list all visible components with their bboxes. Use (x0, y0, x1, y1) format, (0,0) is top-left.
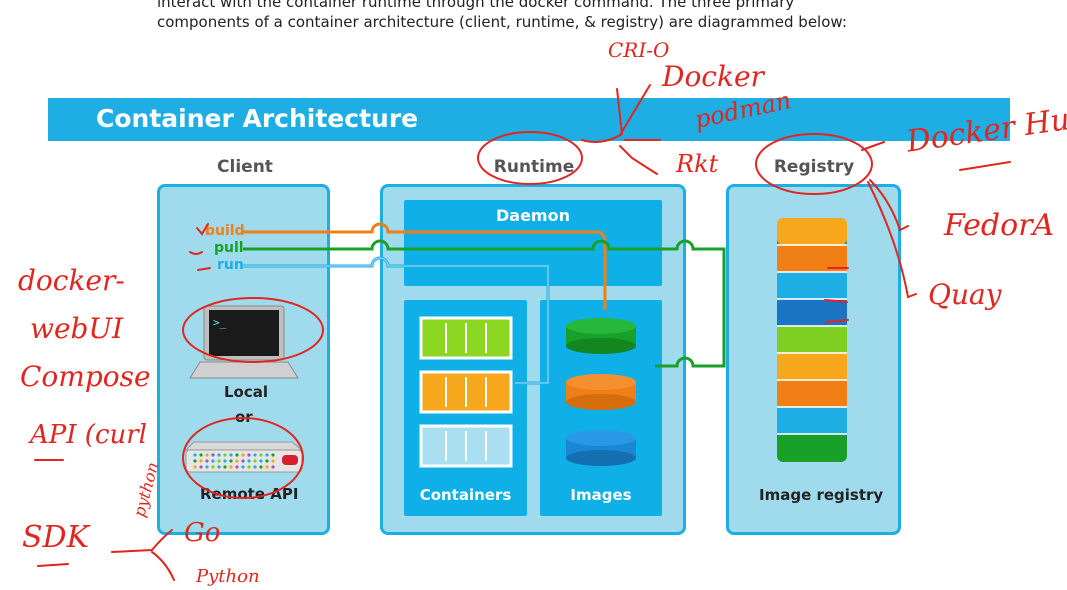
server-led (271, 459, 275, 463)
server-led (253, 453, 257, 457)
server-led (199, 459, 203, 463)
note-docker-webui-1: docker- (18, 264, 125, 297)
server-led (259, 459, 263, 463)
client-heading: Client (217, 157, 273, 177)
handwritten-marks (34, 84, 1011, 581)
server-led (253, 459, 257, 463)
server-led (235, 453, 239, 457)
note-rkt: Rkt (676, 150, 719, 178)
note-crio: CRI-O (608, 38, 670, 62)
server-led (247, 453, 251, 457)
server-led (265, 465, 269, 469)
or-label: or (235, 408, 253, 426)
server-led (247, 459, 251, 463)
server-led (223, 459, 227, 463)
images-label: Images (570, 486, 632, 504)
server-led (229, 459, 233, 463)
server-led (235, 465, 239, 469)
note-python-2: Python (196, 566, 260, 587)
intro-line-1: interact with the container runtime thro… (157, 0, 795, 11)
note-sdk: SDK (22, 520, 90, 555)
image-registry-label: Image registry (759, 486, 884, 504)
intro-line-2: components of a container architecture (… (157, 13, 847, 31)
note-compose: Compose (20, 360, 151, 393)
server-led (193, 453, 197, 457)
build-line (243, 222, 607, 310)
server-led (271, 465, 275, 469)
server-led (259, 465, 263, 469)
image-disks-icon (566, 318, 636, 466)
server-led (217, 453, 221, 457)
server-led (241, 453, 245, 457)
server-led (223, 465, 227, 469)
daemon-box: Daemon (404, 200, 662, 286)
container-stack-icon (419, 316, 513, 468)
server-led (217, 459, 221, 463)
command-build: build (205, 223, 245, 239)
server-led (241, 465, 245, 469)
local-label: Local (224, 383, 269, 401)
intro-text: interact with the container runtime thro… (157, 0, 1057, 32)
server-led (211, 465, 215, 469)
server-led (223, 453, 227, 457)
server-leds (193, 453, 275, 469)
server-led (193, 465, 197, 469)
command-run: run (217, 257, 244, 273)
server-led (211, 453, 215, 457)
server-led (241, 459, 245, 463)
note-fedora: FedorA (944, 208, 1055, 243)
note-docker-webui-2: webUI (30, 312, 124, 345)
note-docker: Docker (662, 60, 764, 93)
title-banner: Container Architecture (48, 98, 1010, 141)
registry-heading: Registry (773, 157, 855, 177)
remote-api-label: Remote API (200, 485, 299, 503)
pull-line (243, 239, 726, 368)
note-go: Go (184, 518, 221, 548)
server-led (235, 459, 239, 463)
runtime-heading: Runtime (493, 157, 575, 177)
command-pull: pull (214, 240, 244, 256)
server-led (205, 453, 209, 457)
server-led (217, 465, 221, 469)
server-led (259, 453, 263, 457)
server-led (271, 453, 275, 457)
server-led (205, 465, 209, 469)
server-led (205, 459, 209, 463)
server-led (229, 453, 233, 457)
containers-label: Containers (419, 486, 512, 504)
server-led (253, 465, 257, 469)
server-led (211, 459, 215, 463)
server-led (265, 453, 269, 457)
server-led (193, 459, 197, 463)
server-led (199, 465, 203, 469)
registry-stack-icon (777, 218, 847, 462)
server-led (199, 453, 203, 457)
server-led (265, 459, 269, 463)
server-led (229, 465, 233, 469)
terminal-prompt: >_ (213, 316, 227, 329)
note-api: API (curl (30, 420, 147, 450)
computer-icon: >_ (189, 305, 299, 379)
banner-title: Container Architecture (96, 104, 419, 133)
server-led (247, 465, 251, 469)
note-quay: Quay (928, 278, 1002, 311)
daemon-label: Daemon (496, 206, 570, 225)
